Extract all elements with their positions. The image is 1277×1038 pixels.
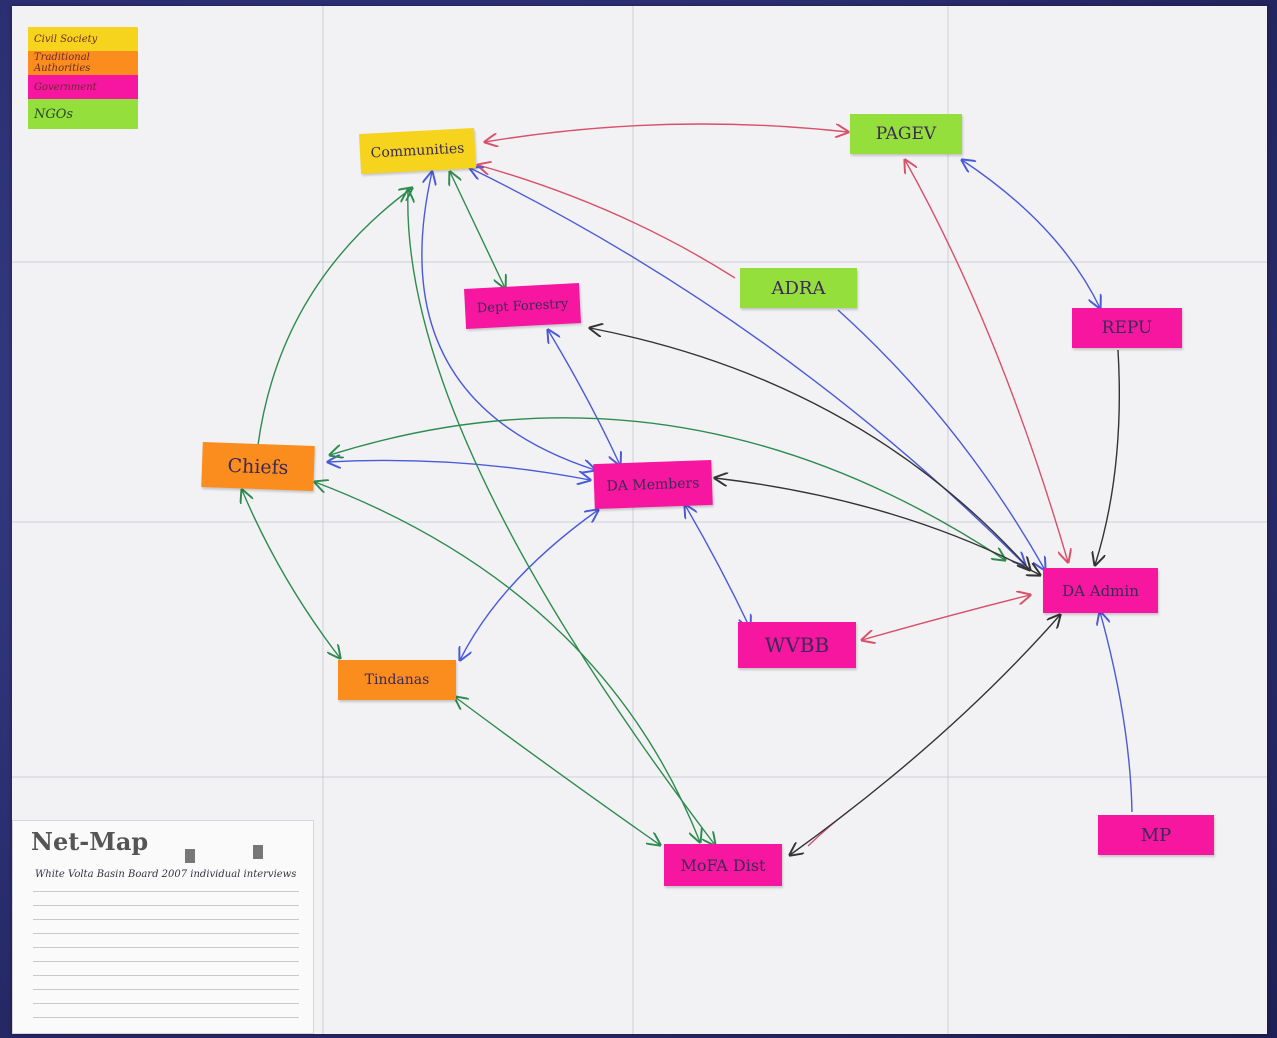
node-da-members: DA Members	[593, 459, 713, 510]
edge-communities-adra	[478, 165, 736, 279]
edge-chiefs-damembers	[328, 460, 590, 480]
node-communities: Communities	[359, 128, 476, 174]
netmap-subtitle: White Volta Basin Board 2007 individual …	[35, 869, 297, 880]
edge-tindanas-mofa	[455, 697, 660, 845]
legend-traditional-authorities: Traditional Authorities	[28, 51, 138, 75]
legend-ngos: NGOs	[28, 99, 138, 129]
form-line	[33, 1017, 299, 1018]
edge-wvbb-daadmin	[862, 595, 1030, 640]
node-mp: MP	[1098, 815, 1214, 855]
edge-damembers-daadmin	[715, 478, 1040, 575]
netmap-info-card: Net-Map White Volta Basin Board 2007 ind…	[12, 820, 314, 1034]
edge-mp-daadmin	[1100, 612, 1133, 813]
edge-chiefs-communities	[257, 188, 412, 446]
node-chiefs: Chiefs	[201, 442, 315, 491]
form-line	[33, 1003, 299, 1004]
form-line	[33, 975, 299, 976]
edge-damembers-tindanas	[460, 510, 598, 660]
node-wvbb: WVBB	[738, 622, 856, 668]
legend-civil-society: Civil Society	[28, 27, 138, 51]
edge-pagev-repu	[962, 160, 1100, 308]
edge-pagev-daadmin	[905, 160, 1068, 562]
form-line	[33, 905, 299, 906]
node-da-admin: DA Admin	[1043, 568, 1158, 613]
edge-communities-deptforestry	[450, 172, 505, 288]
edge-damembers-wvbb	[685, 505, 750, 628]
edge-chiefs-tindanas	[242, 490, 340, 658]
form-line	[33, 989, 299, 990]
edge-repu-daadmin	[1095, 349, 1121, 565]
logo-icon	[185, 849, 195, 863]
node-pagev: PAGEV	[850, 114, 962, 154]
netmap-title: Net-Map	[31, 827, 149, 856]
form-line	[33, 947, 299, 948]
node-repu: REPU	[1072, 308, 1182, 348]
edge-deptforestry-damembers	[548, 330, 620, 465]
form-line	[33, 961, 299, 962]
edge-mofa-daadmin	[790, 615, 1060, 855]
legend-government: Government	[28, 75, 138, 99]
edge-communities-pagev	[485, 123, 848, 142]
node-dept-forestry: Dept Forestry	[464, 283, 581, 329]
edge-communities-daadmin	[470, 168, 1025, 565]
form-line	[33, 891, 299, 892]
form-line	[33, 919, 299, 920]
node-tindanas: Tindanas	[338, 660, 456, 700]
node-mofa-dist: MoFA Dist	[664, 844, 782, 886]
node-adra: ADRA	[740, 268, 857, 308]
logo-icon	[253, 845, 263, 859]
form-line	[33, 933, 299, 934]
